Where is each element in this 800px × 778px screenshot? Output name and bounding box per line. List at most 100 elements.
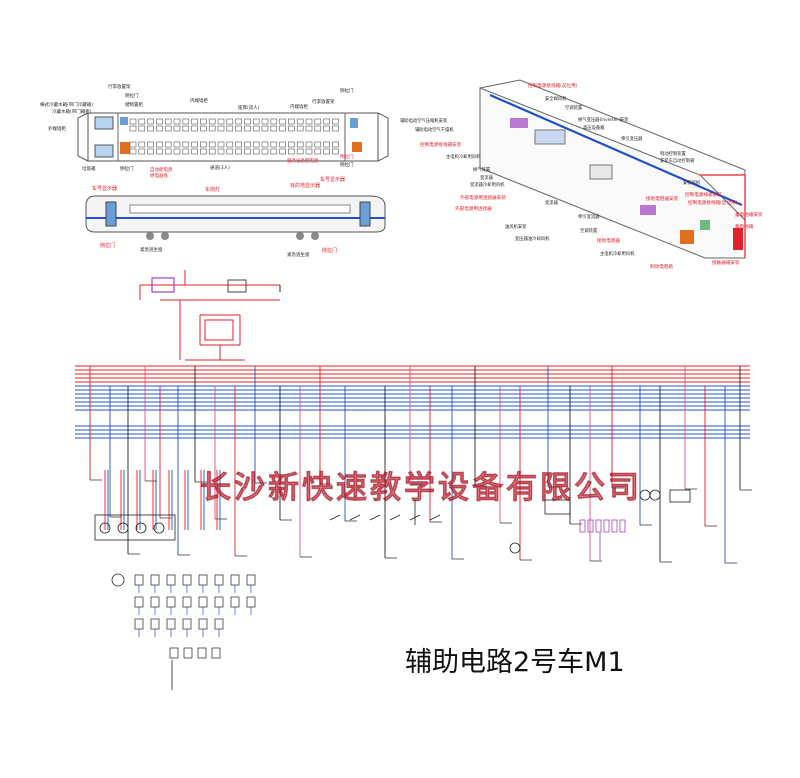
iso-ground-box: 接地电阻器安装 — [646, 195, 679, 202]
seat — [235, 141, 242, 148]
power-buses — [75, 365, 750, 439]
seat — [191, 118, 198, 125]
diagram-title: 辅助电路2号车M1 — [405, 647, 625, 678]
seat — [270, 141, 278, 148]
relay-coil — [214, 574, 224, 586]
relay-coil — [134, 618, 144, 630]
seat — [129, 125, 137, 132]
seat — [332, 118, 339, 125]
seat — [252, 118, 260, 125]
relay-coil — [182, 574, 192, 586]
switch-contact — [369, 514, 381, 521]
seat — [244, 141, 251, 148]
fp-side-door-tr: 侧拉门 — [340, 87, 354, 94]
seat — [138, 148, 146, 155]
sv-emergency-l: 紧急逃生窗 — [140, 246, 163, 253]
fp-luggage-r: 行李放置架 — [312, 98, 335, 105]
seat — [279, 148, 286, 155]
seat — [323, 141, 330, 148]
relay-coil — [166, 596, 176, 608]
vertical-drops — [89, 366, 752, 564]
fp-water-tank: 储物置柜 — [125, 101, 143, 108]
iso-brake-res: 制动电阻箱 — [650, 263, 673, 270]
seat — [129, 148, 137, 155]
relay-coil — [182, 618, 192, 630]
iso-red-labels: 控制电源接线箱(前位用) 控制电源接线箱安装 外部电源用连接器安装 控制电源线箱… — [420, 82, 763, 270]
fp-dist-box2: 继电器盘 — [150, 172, 168, 179]
contactor — [595, 519, 602, 533]
seat — [332, 125, 339, 132]
sv-car-number: 车号显示器 — [92, 185, 117, 192]
seat — [156, 125, 163, 132]
seat — [200, 141, 207, 148]
seat — [138, 118, 146, 125]
relay-coil — [169, 647, 179, 659]
motor-symbol — [99, 522, 111, 534]
seat — [244, 125, 251, 132]
seat — [182, 125, 190, 132]
iso-axle-ctrl: 安装车自动控制箱 — [660, 157, 695, 164]
fp-side-door-tl: 侧拉门 — [125, 92, 139, 99]
seat — [261, 125, 269, 132]
seat — [217, 148, 225, 155]
seat — [217, 141, 225, 148]
contactor — [611, 519, 618, 533]
seat — [296, 148, 304, 155]
iso-air-cond2: 空调装置 — [580, 227, 598, 234]
fan-motor — [111, 573, 125, 587]
relay-coil — [134, 574, 144, 586]
motor-group — [94, 514, 176, 541]
top-red-network — [139, 270, 281, 361]
seat — [208, 141, 216, 148]
relay-coil — [150, 618, 160, 630]
seat — [200, 148, 207, 155]
iso-aux-fan: 安装风机 — [683, 179, 701, 186]
seat — [156, 118, 163, 125]
seat — [191, 141, 198, 148]
seat — [182, 148, 190, 155]
seat — [164, 141, 172, 148]
seat — [314, 118, 322, 125]
contactor — [587, 519, 594, 533]
seat — [200, 118, 207, 125]
seat — [173, 125, 181, 132]
seat — [156, 141, 163, 148]
switch-contact — [429, 514, 441, 521]
seat — [217, 125, 225, 132]
seat — [129, 118, 137, 125]
seat — [208, 148, 216, 155]
switch-contact — [349, 514, 361, 521]
seat — [182, 118, 190, 125]
motor-symbol — [509, 542, 521, 554]
seat — [305, 118, 313, 125]
seat — [270, 148, 278, 155]
relay-box — [227, 279, 247, 293]
iso-traction-tr: 牵引变压器 — [621, 135, 643, 142]
seat — [164, 125, 172, 132]
seat — [138, 125, 146, 132]
iso-ext-power: 外部电源用连接器安装 — [460, 194, 506, 201]
seat — [217, 118, 225, 125]
iso-brake-ctrl: 制动控制装置 — [660, 150, 686, 157]
iso-vent: 换气装置 — [473, 166, 491, 173]
iso-ctrl-box: 控制电源接线箱安装 — [420, 141, 462, 148]
motor-symbol — [649, 489, 661, 501]
relay-coil — [230, 574, 240, 586]
car-side-view — [85, 195, 386, 240]
seat — [261, 141, 269, 148]
seat — [279, 118, 286, 125]
iso-ctrl-top: 控制电源接线箱(前位用) — [528, 82, 578, 89]
switch-contact — [409, 514, 421, 521]
iso-aux-dryer: 辅助电动空气干燥机 — [415, 126, 454, 133]
fp-inner-wall: 内端墙柜 — [190, 97, 208, 104]
sv-destination: 目的地显示器 — [290, 182, 320, 189]
seat — [252, 125, 260, 132]
fp-service-panel: 服务设备配电盘 — [287, 157, 319, 164]
contactor — [619, 519, 626, 533]
car-floor-plan — [77, 112, 389, 162]
relay-coil — [214, 618, 224, 630]
seat — [305, 141, 313, 148]
company-watermark: 长沙新快速教学设备有限公司 — [200, 470, 642, 507]
